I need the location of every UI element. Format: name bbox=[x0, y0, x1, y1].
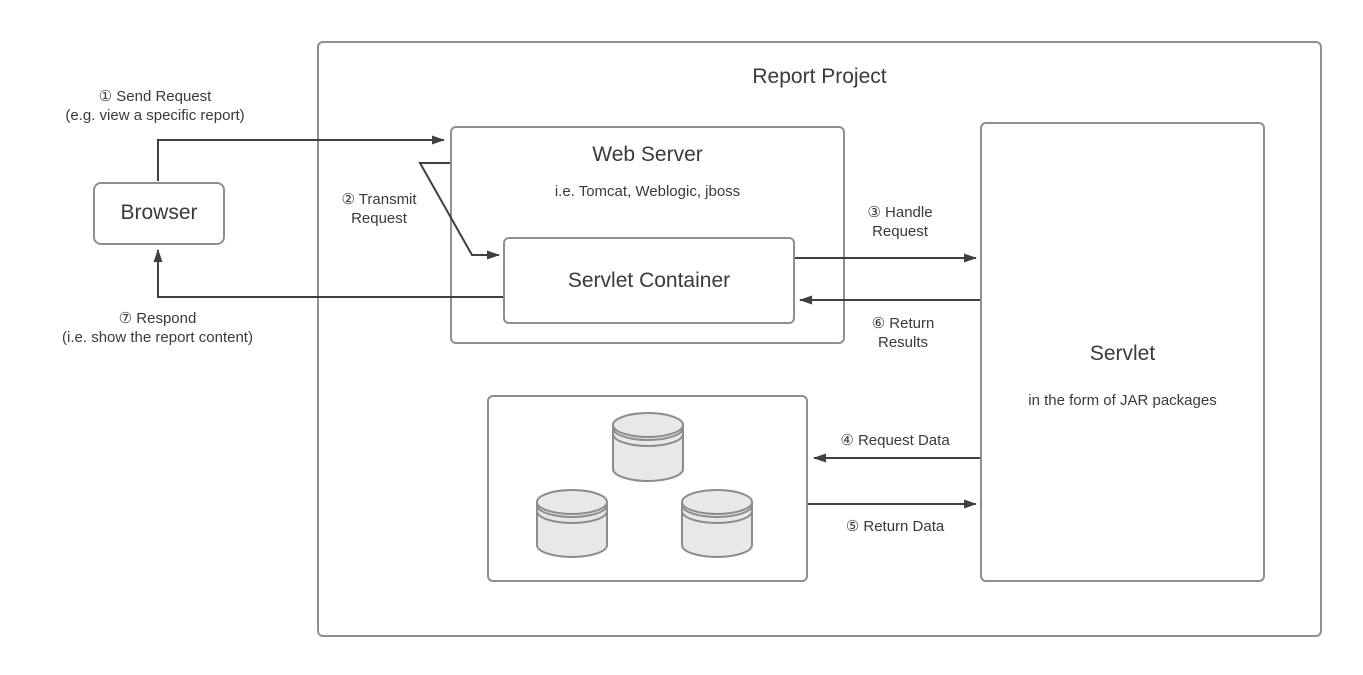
browser-label: Browser bbox=[120, 201, 198, 224]
label-handle-request: ③ Handle Request bbox=[867, 204, 933, 240]
report-project-title: Report Project bbox=[752, 65, 887, 88]
servlet-container-node bbox=[503, 237, 795, 324]
label-return-data: ⑤ Return Data bbox=[845, 518, 945, 535]
servlet-title: Servlet bbox=[1089, 342, 1156, 365]
label-respond: ⑦ Respond (i.e. show the report content) bbox=[62, 310, 253, 346]
servlet-node bbox=[980, 122, 1265, 582]
browser-node bbox=[93, 182, 225, 245]
servlet-subtitle: in the form of JAR packages bbox=[1028, 392, 1217, 409]
label-request-data: ④ Request Data bbox=[840, 432, 950, 449]
web-server-subtitle: i.e. Tomcat, Weblogic, jboss bbox=[554, 183, 741, 200]
database-node bbox=[487, 395, 808, 582]
label-transmit-request: ② Transmit Request bbox=[341, 191, 417, 227]
label-return-results: ⑥ Return Results bbox=[871, 315, 935, 351]
report-project-box bbox=[317, 41, 1322, 637]
servlet-container-label: Servlet Container bbox=[567, 269, 731, 292]
web-server-title: Web Server bbox=[592, 143, 703, 166]
label-send-request: ① Send Request (e.g. view a specific rep… bbox=[65, 88, 245, 124]
